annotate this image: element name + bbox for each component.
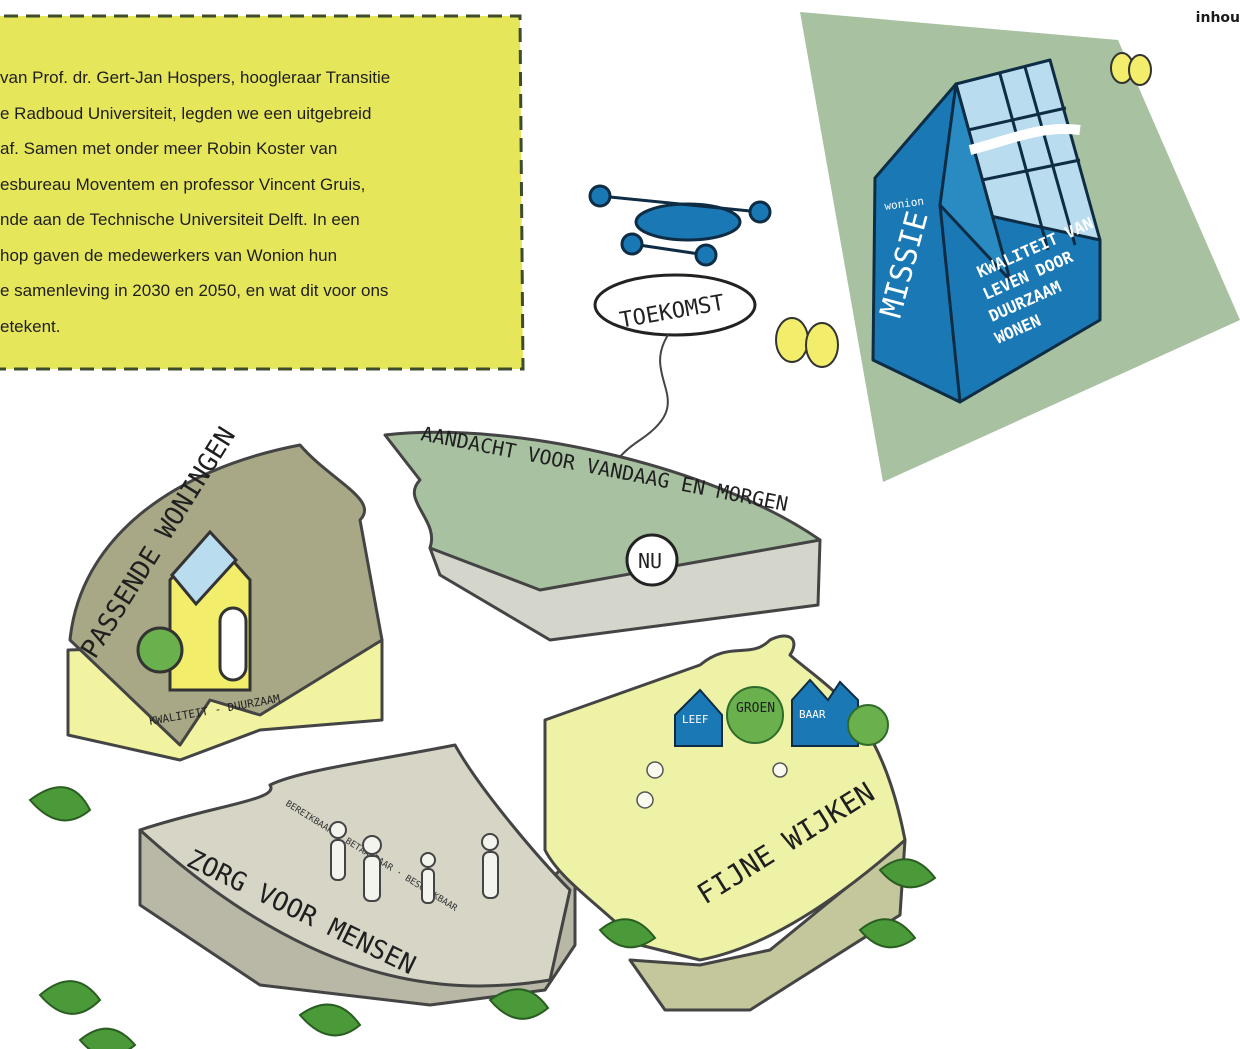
butterfly-icon bbox=[1110, 52, 1152, 86]
sign-groen: GROEN bbox=[736, 701, 775, 716]
intro-callout-frame bbox=[0, 14, 525, 371]
neighbourhood-houses-icon bbox=[674, 678, 889, 747]
piece-aandacht bbox=[383, 430, 822, 642]
intro-line-2: e Radboud Universiteit, legden we een ui… bbox=[0, 103, 372, 123]
intro-callout: van Prof. dr. Gert-Jan Hospers, hooglera… bbox=[0, 14, 525, 379]
intro-line-4: esbureau Moventem en professor Vincent G… bbox=[0, 174, 366, 194]
table-of-contents-link[interactable]: inhou bbox=[1195, 10, 1240, 26]
nu-bubble bbox=[625, 533, 679, 587]
intro-text: van Prof. dr. Gert-Jan Hospers, hooglera… bbox=[0, 60, 520, 344]
piece-zorg bbox=[138, 743, 577, 1007]
sign-leef: LEEF bbox=[682, 713, 709, 726]
mission-house bbox=[871, 58, 1102, 404]
drone-icon bbox=[588, 184, 772, 267]
intro-line-6: hop gaven de medewerkers van Wonion hun bbox=[0, 245, 338, 265]
intro-line-5: nde aan de Technische Universiteit Delft… bbox=[0, 210, 360, 229]
nu-label: NU bbox=[638, 549, 662, 573]
leaf-decoration-icon bbox=[28, 786, 937, 1049]
butterfly-icon bbox=[775, 317, 839, 368]
sustainable-house-icon bbox=[136, 529, 252, 692]
intro-line-1: van Prof. dr. Gert-Jan Hospers, hooglera… bbox=[0, 68, 391, 87]
intro-line-7: e samenleving in 2030 en 2050, en wat di… bbox=[0, 281, 389, 300]
people-figures-icon bbox=[329, 821, 499, 904]
intro-callout-border bbox=[0, 14, 525, 371]
intro-line-8: etekent. bbox=[0, 316, 61, 336]
sign-baar: BAAR bbox=[799, 708, 826, 721]
flowers-icon bbox=[636, 761, 788, 809]
drone-sign-bubble bbox=[593, 273, 757, 337]
intro-line-3: af. Samen met onder meer Robin Koster va… bbox=[0, 139, 338, 158]
mission-brand: wonion bbox=[884, 195, 925, 213]
